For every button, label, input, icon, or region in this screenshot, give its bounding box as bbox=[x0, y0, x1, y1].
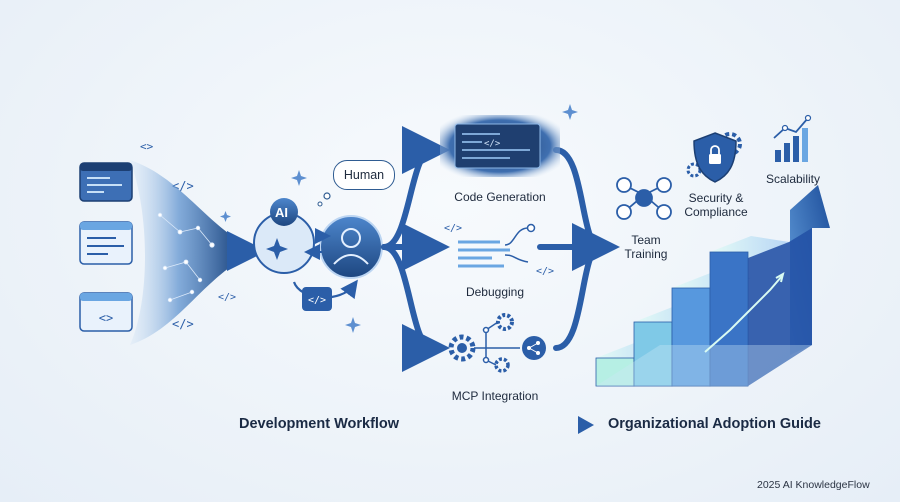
step-team-training-label: Team Training bbox=[624, 233, 668, 261]
staircase-growth-icon bbox=[595, 185, 830, 387]
network-constellation-icon bbox=[130, 160, 238, 345]
step-security-compliance-label: Security & Compliance bbox=[684, 191, 748, 219]
ai-brain-icon bbox=[253, 198, 315, 274]
code-tag-icon: </> bbox=[218, 292, 236, 303]
merge-flow bbox=[553, 244, 603, 351]
human-user-icon bbox=[319, 215, 383, 279]
mcp-links bbox=[474, 321, 520, 366]
code-window-icon bbox=[79, 162, 133, 202]
svg-text:</>: </> bbox=[484, 139, 501, 149]
sparkle-icon bbox=[220, 104, 578, 333]
shield-lock-icon bbox=[686, 132, 742, 183]
merge-flow bbox=[553, 147, 603, 250]
branch-mcp-integration-label: MCP Integration bbox=[451, 389, 539, 403]
arrow-right-icon bbox=[578, 416, 594, 434]
svg-text:</>: </> bbox=[444, 223, 462, 234]
svg-text:<>: <> bbox=[99, 311, 113, 325]
human-bubble-label: Human bbox=[343, 168, 385, 182]
code-window-icon: </> bbox=[440, 115, 560, 177]
code-tag-icon: <> bbox=[140, 140, 154, 153]
code-window-icon bbox=[79, 221, 133, 265]
code-tag-icon: </> bbox=[172, 317, 194, 331]
code-tag-icon: </> bbox=[302, 287, 332, 311]
arrow-right-icon bbox=[381, 244, 450, 372]
svg-text:</>: </> bbox=[536, 266, 554, 277]
team-network-icon bbox=[616, 177, 672, 220]
development-workflow-title: Development Workflow bbox=[239, 416, 400, 432]
gear-icon bbox=[448, 334, 476, 362]
share-node-icon bbox=[522, 336, 546, 360]
branch-code-generation-label: Code Generation bbox=[454, 190, 546, 204]
step-scalability-label: Scalability bbox=[765, 172, 821, 186]
code-window-icon: <> bbox=[79, 292, 133, 332]
gear-icon bbox=[496, 313, 514, 331]
debug-branch-icon: </> </> bbox=[444, 223, 554, 277]
branch-debugging-label: Debugging bbox=[465, 285, 525, 299]
bar-chart-icon bbox=[773, 114, 812, 162]
arrow-right-icon bbox=[381, 126, 450, 250]
organizational-adoption-title: Organizational Adoption Guide bbox=[608, 416, 821, 432]
gear-icon bbox=[494, 357, 510, 373]
ai-badge-label: AI bbox=[275, 205, 288, 220]
footer-copyright: 2025 AI KnowledgeFlow bbox=[757, 479, 870, 491]
svg-text:</>: </> bbox=[308, 295, 326, 306]
human-speech-bubble: Human bbox=[333, 160, 395, 190]
